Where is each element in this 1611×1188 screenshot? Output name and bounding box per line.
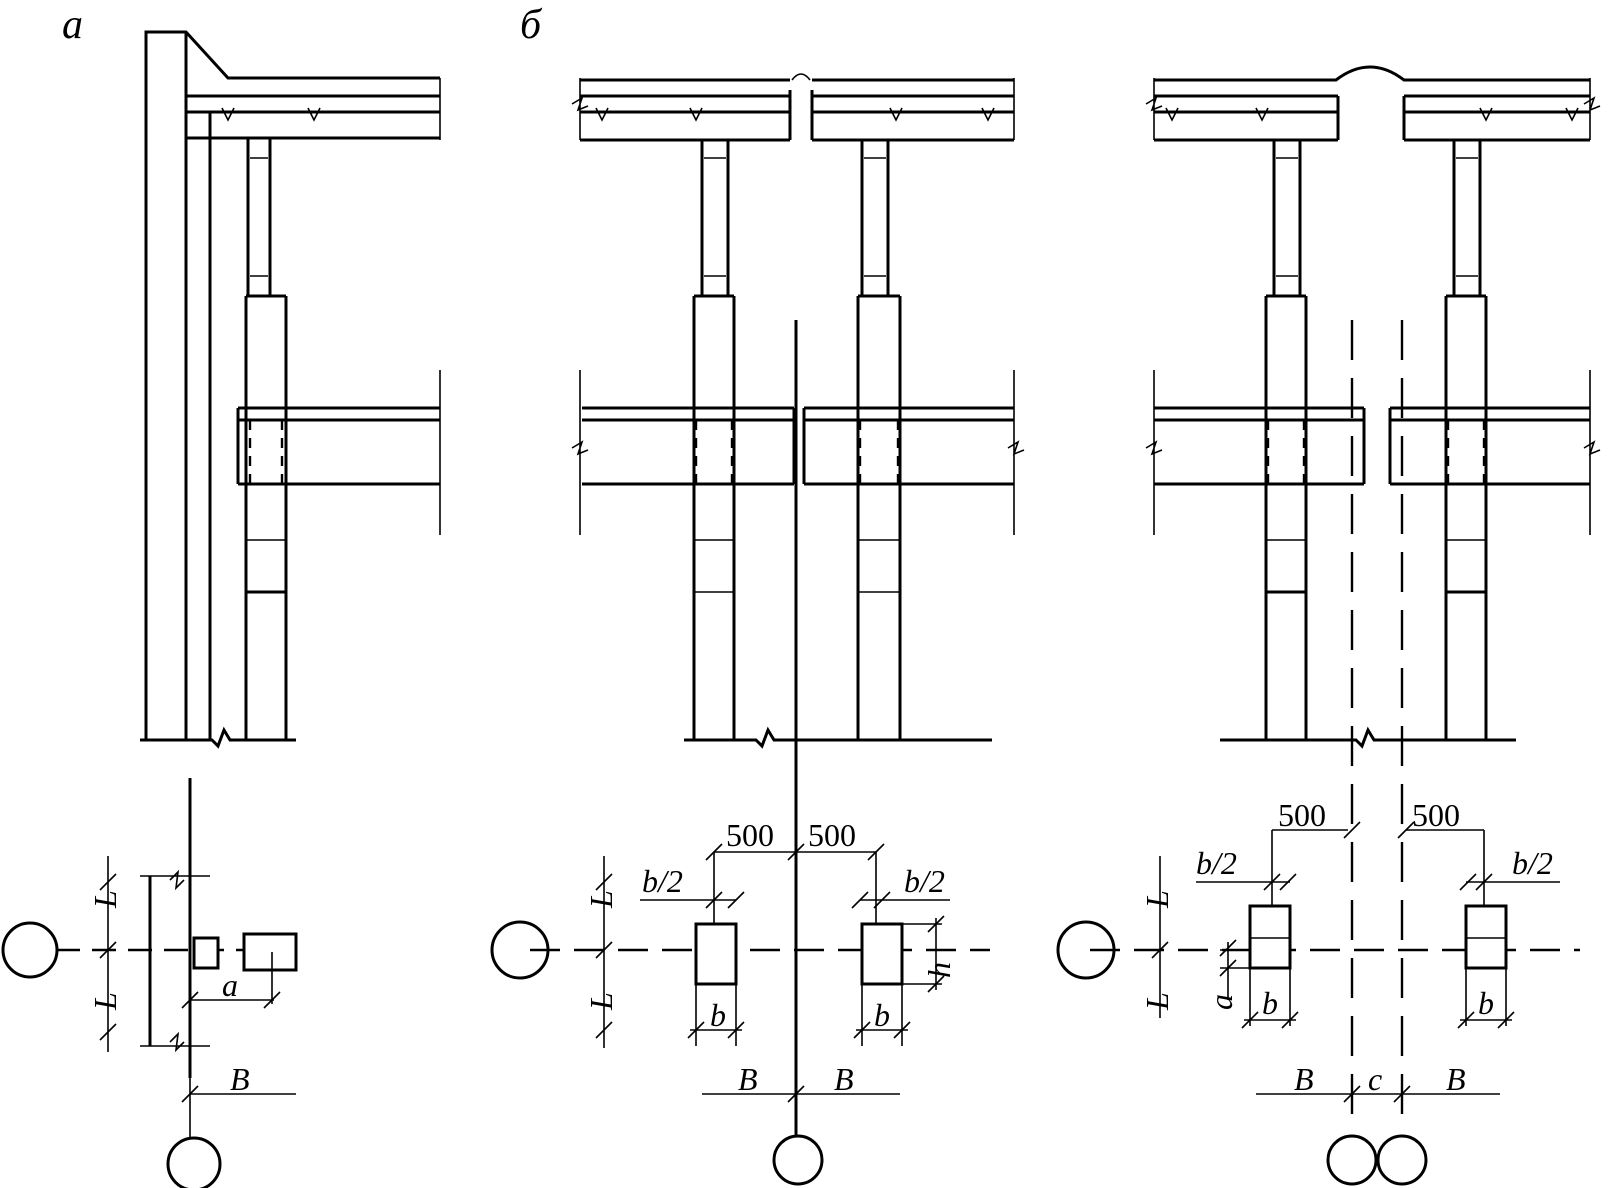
dim-c-b2: c bbox=[1368, 1061, 1382, 1097]
panel-b2-elevation bbox=[1145, 65, 1601, 1128]
dim-L-b1-bottom: L bbox=[583, 992, 619, 1011]
dim-b-b2-left: b bbox=[1262, 985, 1278, 1021]
dim-B-b1-right: B bbox=[834, 1061, 854, 1097]
axis-bubble-b2-left bbox=[1056, 920, 1116, 980]
dim-B-b2-left: B bbox=[1294, 1061, 1314, 1097]
dim-B-b2-right: B bbox=[1446, 1061, 1466, 1097]
panel-b2-plan: L L 500 500 b/2 b/2 a b b B c B bbox=[1056, 797, 1580, 1186]
dim-500-b1-right: 500 bbox=[808, 817, 856, 853]
dim-bhalf-b1-right: b/2 bbox=[904, 863, 945, 899]
dim-500-b1-left: 500 bbox=[726, 817, 774, 853]
panel-label-b: б bbox=[520, 2, 543, 48]
dim-L-b1-top: L bbox=[583, 890, 619, 909]
dim-L-top: L bbox=[87, 890, 123, 909]
axis-bubble-b2-bottom-left bbox=[1326, 1134, 1378, 1186]
axis-bubble-b2-bottom-right bbox=[1376, 1134, 1428, 1186]
dim-b-b1-right: b bbox=[874, 997, 890, 1033]
axis-bubble-a-left bbox=[1, 921, 59, 979]
dim-h-b1: h bbox=[921, 962, 957, 978]
dim-a-panel-a: a bbox=[222, 967, 238, 1003]
panel-b1-plan: L L 500 500 b/2 b/2 h b b B B bbox=[490, 817, 990, 1186]
dim-b-b1-left: b bbox=[710, 997, 726, 1033]
dim-L-b2-top: L bbox=[1139, 890, 1175, 909]
dim-bhalf-b1-left: b/2 bbox=[642, 863, 683, 899]
dim-B-b1-left: B bbox=[738, 1061, 758, 1097]
dim-L-b2-bottom: L bbox=[1139, 992, 1175, 1011]
panel-a-elevation bbox=[140, 30, 441, 749]
dim-b-b2-right: b bbox=[1478, 985, 1494, 1021]
dim-500-b2-left: 500 bbox=[1278, 797, 1326, 833]
axis-bubble-b1-left bbox=[490, 920, 550, 980]
dim-bhalf-b2-right: b/2 bbox=[1512, 845, 1553, 881]
panel-a-plan: L L a B bbox=[1, 778, 300, 1188]
axis-bubble-b1-bottom bbox=[772, 1134, 824, 1186]
dim-bhalf-b2-left: b/2 bbox=[1196, 845, 1237, 881]
axis-bubble-a-bottom bbox=[166, 1136, 222, 1188]
dim-500-b2-right: 500 bbox=[1412, 797, 1460, 833]
dim-B-panel-a: B bbox=[230, 1061, 250, 1097]
panel-label-a: а bbox=[62, 2, 83, 48]
panel-b1-elevation bbox=[571, 73, 1025, 1136]
dim-a-b2: a bbox=[1203, 994, 1239, 1010]
dim-L-bottom: L bbox=[87, 992, 123, 1011]
